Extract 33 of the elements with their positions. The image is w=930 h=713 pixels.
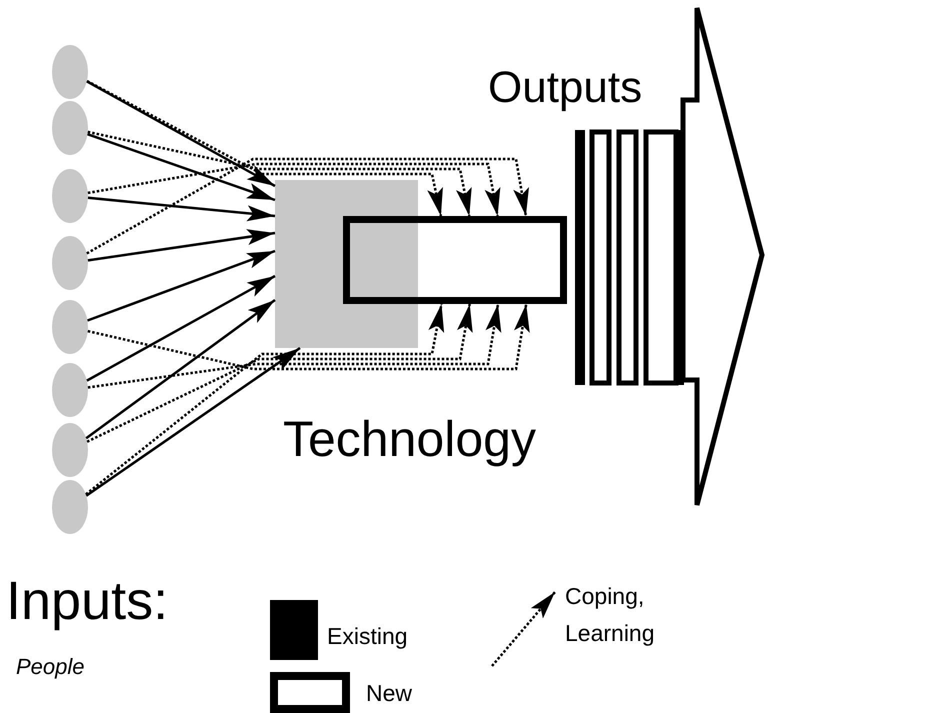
person-circle	[52, 101, 88, 155]
dotted-arrow	[85, 304, 444, 496]
arrow	[87, 133, 276, 202]
dotted-arrow	[88, 162, 500, 216]
dotted-arrow	[88, 304, 530, 370]
dotted-arrow	[86, 304, 473, 443]
new-technology-box	[343, 216, 567, 304]
person-circle	[52, 45, 88, 99]
existing-technology-box	[275, 180, 418, 348]
arrow	[87, 250, 276, 322]
outputs-label: Outputs	[488, 64, 642, 112]
legend-text: New	[366, 679, 412, 708]
legend-text: Existing	[327, 622, 408, 651]
technology-label: Technology	[283, 412, 536, 467]
dotted-arrow	[88, 304, 502, 389]
person-circle	[52, 363, 88, 417]
legend-text: Coping, Learning	[565, 582, 656, 648]
dotted-arrow	[88, 130, 472, 216]
person-circle	[52, 300, 88, 354]
person-circle	[52, 480, 88, 534]
dotted-arrow	[86, 158, 529, 254]
person-circle	[52, 236, 88, 290]
arrow	[86, 274, 276, 382]
inputs-heading: Inputs:	[6, 572, 168, 632]
arrow	[86, 80, 276, 188]
dotted-arrow	[86, 80, 443, 216]
arrow	[86, 346, 301, 497]
people-label: People	[16, 655, 85, 680]
arrow	[88, 196, 276, 222]
arrow	[85, 299, 276, 440]
person-circle	[52, 423, 88, 477]
person-circle	[52, 169, 88, 223]
arrow	[88, 229, 276, 262]
